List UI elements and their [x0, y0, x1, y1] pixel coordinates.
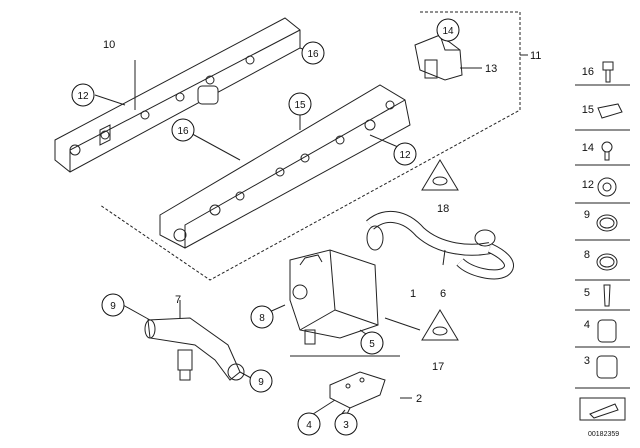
callout-18: 18: [437, 203, 449, 215]
callout-16-b: 16: [177, 126, 189, 137]
assembly-frame: [99, 11, 521, 281]
side-label-8: 8: [584, 249, 590, 261]
pipe-fitting: [144, 317, 245, 381]
callout-4: 4: [306, 420, 312, 431]
fuel-hose: [366, 211, 514, 280]
side-label-9: 9: [584, 209, 590, 221]
fuel-pump: [289, 249, 379, 345]
callout-2: 2: [416, 393, 422, 405]
warning-triangle-lower: [421, 309, 459, 341]
callout-6: 6: [440, 288, 446, 300]
callout-13: 13: [485, 63, 497, 75]
callout-11: 11: [530, 50, 541, 62]
side-label-4: 4: [584, 319, 590, 331]
callout-12-b: 12: [399, 150, 411, 161]
callout-3: 3: [343, 420, 349, 431]
callout-14: 14: [442, 26, 454, 37]
bracket: [329, 371, 386, 419]
side-label-15: 15: [582, 104, 594, 116]
side-panel: [575, 61, 630, 421]
callout-7: 7: [175, 294, 181, 306]
side-label-16: 16: [582, 66, 594, 78]
callout-17: 17: [432, 361, 444, 373]
callout-15: 15: [294, 100, 306, 111]
side-label-12: 12: [582, 179, 594, 191]
side-label-14: 14: [582, 142, 594, 154]
fuel-rail-lower: [159, 84, 411, 249]
document-id: 00182359: [588, 431, 619, 438]
callout-9-a: 9: [110, 301, 116, 312]
callout-1: 1: [410, 288, 416, 300]
fuel-rail-10: [54, 17, 301, 173]
callout-10: 10: [103, 39, 115, 51]
callout-16-a: 16: [307, 49, 319, 60]
pressure-sensor: [414, 34, 463, 81]
side-label-5: 5: [584, 287, 590, 299]
warning-triangle-upper: [421, 159, 459, 191]
side-label-3: 3: [584, 355, 590, 367]
callout-8: 8: [259, 313, 265, 324]
callout-9-b: 9: [258, 377, 264, 388]
callout-12-a: 12: [77, 91, 89, 102]
callout-5: 5: [369, 339, 375, 350]
